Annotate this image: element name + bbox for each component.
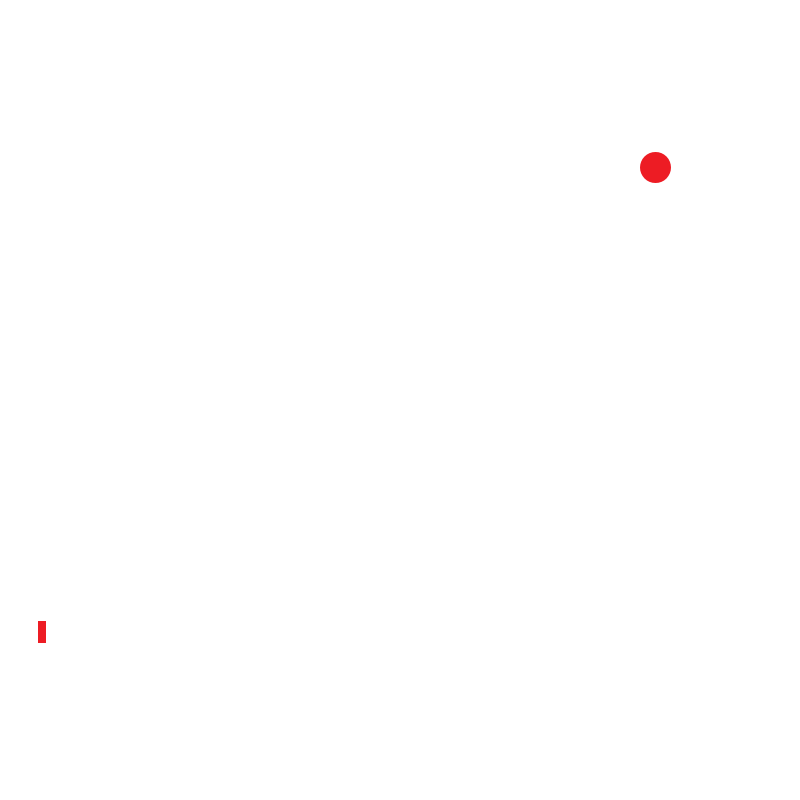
red-bar [38, 621, 46, 643]
red-dot [640, 152, 671, 183]
